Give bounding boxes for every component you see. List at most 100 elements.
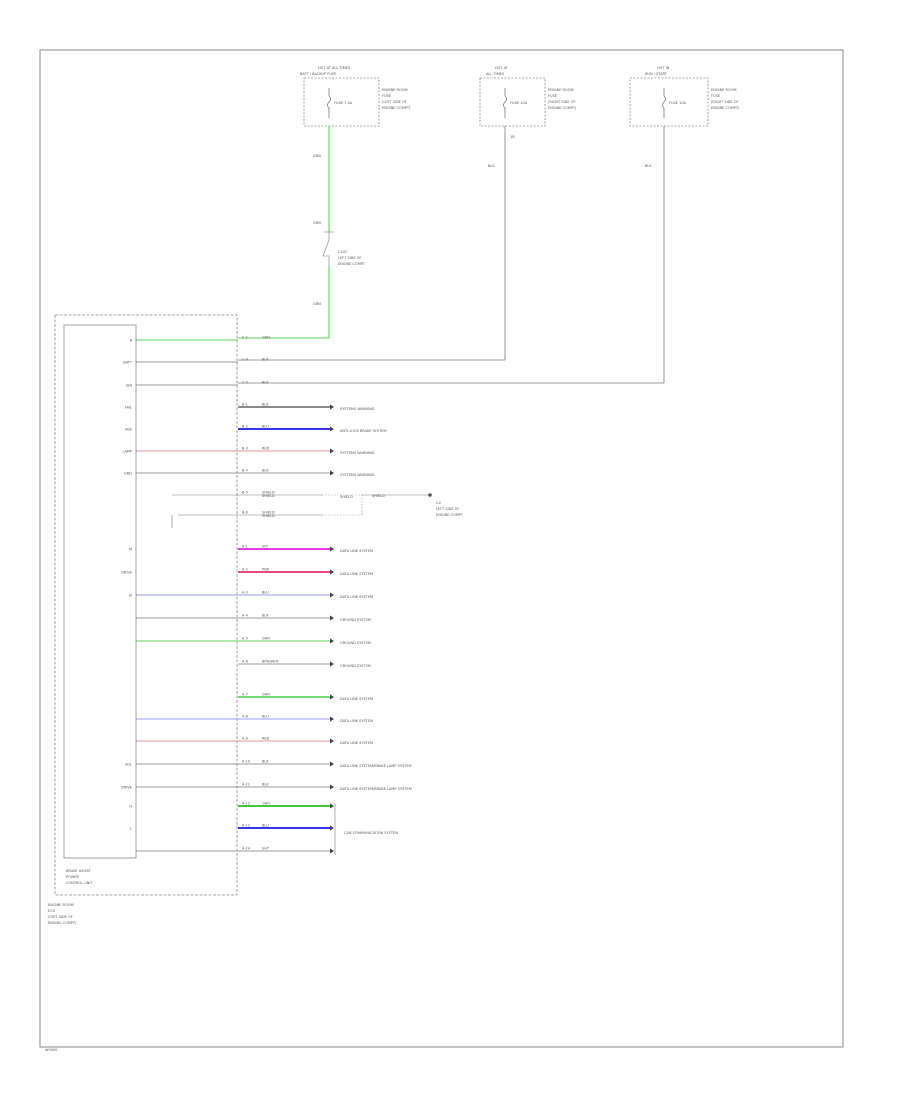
fuse-block-1: HOT AT ALL TIMES BATT / BACKUP FUSE FUSE… bbox=[300, 66, 411, 127]
fuse-1-header-line2: BATT / BACKUP FUSE bbox=[300, 72, 336, 76]
pin-color-16: GRN bbox=[262, 693, 270, 697]
feed-wire-1 bbox=[238, 126, 334, 339]
wire-arrow-icon-19 bbox=[330, 761, 334, 767]
pin-color-17: BLU bbox=[262, 715, 269, 719]
pin-color-8: SHIELD bbox=[262, 491, 275, 495]
wire-arrow-icon-15 bbox=[330, 661, 334, 667]
fuse-3-header-line2: RUN / START bbox=[645, 72, 668, 76]
connector-c101-label: C101 bbox=[338, 250, 347, 254]
pin-dest-8: SHIELD bbox=[340, 495, 353, 499]
fuse-2-header-line2: ALL TIMES bbox=[486, 72, 505, 76]
module-location-line1: ENGINE ROOM bbox=[48, 903, 73, 907]
pin-color-15: BRN/WHT bbox=[262, 660, 280, 664]
pin-cavity-6: B-3 bbox=[242, 447, 248, 451]
pin-dest-7: SYSTEMS WARNING bbox=[340, 473, 375, 477]
module-location-line4: ENGINE COMPT) bbox=[48, 921, 77, 925]
pin-color-10: VIO bbox=[262, 545, 268, 549]
pin-label-22: L bbox=[130, 827, 132, 831]
pin-color-3: BLK bbox=[262, 381, 269, 385]
feed-wire-2 bbox=[238, 126, 506, 361]
module-name-line1: BRAKE ASSIST bbox=[66, 869, 92, 873]
pin-color-5: BLU bbox=[262, 425, 269, 429]
pin-label-20: DRIVE bbox=[121, 786, 132, 790]
wire-arrow-icon-10 bbox=[330, 546, 334, 552]
pin-cavity-7: B-4 bbox=[242, 469, 249, 473]
pin-dest-16: DATA LINK SYSTEM bbox=[340, 697, 373, 701]
shield-label-a: SHIELD bbox=[262, 494, 275, 498]
pin-dest-5: ANTI-LOCK BRAKE SYSTEM bbox=[340, 429, 387, 433]
shield-ground-line2: ENGINE COMPT bbox=[436, 513, 464, 517]
wire-arrow-icon-14 bbox=[330, 638, 334, 644]
pin-cavity-9: B-6 bbox=[242, 511, 248, 515]
pin-dest-13: GROUND SYSTEM bbox=[340, 618, 371, 622]
pin-cavity-12: A-3 bbox=[242, 591, 248, 595]
pin-cavity-5: B-2 bbox=[242, 425, 248, 429]
shield-ground-line1: LEFT SIDE OF bbox=[436, 507, 459, 511]
fuse-1-label: FUSE 7.5A bbox=[334, 101, 353, 105]
pin-label-1: B bbox=[130, 339, 133, 343]
fuse-block-2: HOT AT ALL TIMES FUSE 10A ENGINE ROOM FU… bbox=[479, 66, 577, 139]
pin-color-22: BLU bbox=[262, 824, 269, 828]
pin-color-9: SHIELD bbox=[262, 511, 275, 515]
pin-label-6: LAMP bbox=[122, 450, 132, 454]
pin-color-11: PNK bbox=[262, 568, 270, 572]
fuse-1-symbol-icon bbox=[327, 88, 331, 118]
pin-cavity-11: A-2 bbox=[242, 568, 248, 572]
fuse-1-info-line3: (LEFT SIDE OF bbox=[382, 100, 407, 104]
pin-color-20: BLK bbox=[262, 783, 269, 787]
fuse-2-box bbox=[479, 77, 546, 127]
pin-cavity-8: B-5 bbox=[242, 491, 248, 495]
connector-c101-line1: LEFT SIDE OF bbox=[338, 256, 361, 260]
fuse-1-info-line2: FUSE bbox=[382, 94, 391, 98]
pin-label-5: ABS bbox=[125, 428, 133, 432]
pin-dest-17: DATA LINK SYSTEM bbox=[340, 719, 373, 723]
fuse-1-box bbox=[303, 77, 380, 127]
pin-cavity-17: A-8 bbox=[242, 715, 248, 719]
fuse-2-info-line1: ENGINE ROOM bbox=[548, 88, 573, 92]
fuse-3-header-line1: HOT IN bbox=[657, 66, 670, 70]
pin-cavity-1: C-1 bbox=[242, 336, 248, 340]
fuse-1-info-line4: ENGINE COMPT) bbox=[382, 106, 411, 110]
feed-1-color-c: GRN bbox=[313, 302, 321, 306]
pin-color-4: BLK bbox=[262, 403, 269, 407]
fuse-2-below-label: 1B bbox=[510, 135, 515, 139]
pin-cavity-21: A-12 bbox=[242, 802, 250, 806]
wire-arrow-icon-4 bbox=[330, 404, 334, 410]
fuse-2-info-line3: (RIGHT SIDE OF bbox=[548, 100, 575, 104]
fuse-3-info-line3: (RIGHT SIDE OF bbox=[711, 100, 738, 104]
pin-color-2: BLK bbox=[262, 358, 269, 362]
wire-arrow-icon-20 bbox=[330, 784, 334, 790]
pin-cavity-14: A-5 bbox=[242, 637, 248, 641]
pin-color-6: RED bbox=[262, 447, 270, 451]
pin-label-4: FAIL bbox=[125, 406, 132, 410]
pin-label-12: SI bbox=[129, 594, 132, 598]
pin-cavity-16: A-7 bbox=[242, 693, 248, 697]
connector-c101-line2: ENGINE COMPT bbox=[338, 262, 366, 266]
wire-arrow-icon-13 bbox=[330, 615, 334, 621]
pin-cavity-3: C-5 bbox=[242, 381, 248, 385]
pin-dest-12: DATA LINK SYSTEM bbox=[340, 595, 373, 599]
pin-cavity-22: A-13 bbox=[242, 824, 250, 828]
shield-label-b: SHIELD bbox=[262, 514, 275, 518]
wire-arrow-icon-17 bbox=[330, 716, 334, 722]
pin-label-2: BATT bbox=[123, 361, 133, 365]
can-destination: CAN COMMUNICATION SYSTEM bbox=[344, 831, 398, 835]
feed-2-color: BLK bbox=[488, 164, 495, 168]
fuse-1-info-line1: ENGINE ROOM bbox=[382, 88, 407, 92]
pin-cavity-23: A-14 bbox=[242, 847, 251, 851]
module-name-line3: CONTROL UNIT bbox=[66, 881, 93, 885]
fuse-2-info-line4: ENGINE COMPT) bbox=[548, 106, 577, 110]
fuse-3-box bbox=[629, 77, 709, 127]
feed-wire-3 bbox=[238, 126, 665, 384]
pin-cavity-20: A-11 bbox=[242, 783, 250, 787]
wire-arrow-icon-11 bbox=[330, 569, 334, 575]
pin-dest-6: SYSTEMS WARNING bbox=[340, 451, 375, 455]
wire-arrow-icon-22 bbox=[330, 825, 334, 831]
pin-color-14: GRN bbox=[262, 637, 270, 641]
pin-dest-4: SYSTEMS WARNING bbox=[340, 407, 375, 411]
pin-label-11: DRIVE bbox=[121, 571, 132, 575]
pin-color-23: SHT bbox=[262, 847, 270, 851]
module-outer-box bbox=[54, 314, 238, 896]
fuse-2-header-line1: HOT AT bbox=[495, 66, 509, 70]
